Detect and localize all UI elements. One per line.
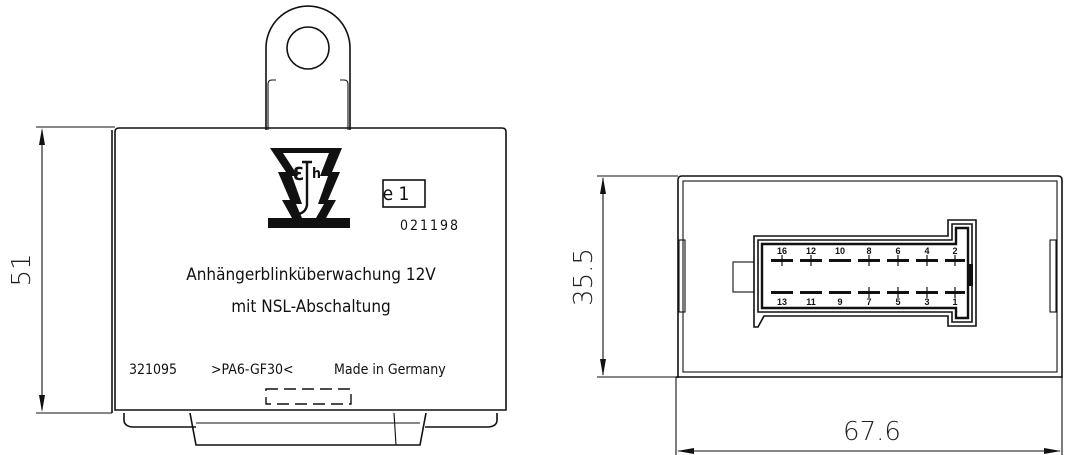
pin: 11 — [800, 291, 822, 307]
bottom-connector — [189, 412, 427, 446]
end-view — [676, 175, 1063, 378]
pin: 13 — [771, 291, 793, 307]
end-view-outline — [677, 175, 1063, 378]
material-code: >PA6-GF30< — [211, 362, 294, 378]
pin-row-top: 16 12 10 8 6 4 2 — [771, 246, 965, 266]
mounting-hole — [286, 26, 330, 70]
origin-text: Made in Germany — [334, 362, 446, 378]
width-dimension-67-6 — [675, 377, 1063, 455]
approval-box — [382, 179, 426, 208]
svg-text:9: 9 — [837, 297, 842, 307]
latch — [732, 261, 755, 293]
pin: 5 — [887, 287, 909, 307]
approval-mark: e 1 — [383, 183, 410, 205]
eth-lightning-logo: ℇ h — [268, 148, 350, 228]
svg-text:10: 10 — [835, 246, 845, 256]
dashed-marking — [265, 388, 352, 405]
dimension-67-6-label: 67.6 — [843, 417, 901, 447]
pin: 7 — [858, 287, 880, 307]
pin: 1 — [945, 287, 965, 307]
height-dimension-51 — [36, 126, 115, 414]
label-line-2: mit NSL-Abschaltung — [231, 297, 390, 317]
dimension-35-5-label: 35.5 — [569, 248, 599, 306]
pin: 9 — [829, 291, 851, 307]
pin: 6 — [887, 246, 909, 266]
front-view: ℇ h — [111, 5, 507, 446]
pin: 3 — [916, 287, 938, 307]
svg-text:11: 11 — [806, 297, 816, 307]
pin: 4 — [916, 246, 938, 266]
svg-text:2: 2 — [952, 246, 957, 256]
part-number: 321095 — [129, 362, 177, 378]
height-dimension-35-5 — [597, 175, 678, 378]
svg-text:13: 13 — [777, 297, 787, 307]
svg-text:h: h — [312, 166, 321, 182]
svg-text:12: 12 — [806, 246, 816, 256]
svg-text:6: 6 — [895, 246, 900, 256]
pin: 2 — [945, 246, 965, 266]
housing-body — [114, 127, 507, 411]
approval-number: 021198 — [400, 218, 460, 234]
svg-text:16: 16 — [777, 246, 787, 256]
svg-text:3: 3 — [924, 297, 929, 307]
svg-text:7: 7 — [866, 297, 871, 307]
dimension-51-label: 51 — [7, 253, 37, 286]
pin-row-bottom: 13 11 9 7 5 3 1 — [771, 287, 965, 307]
svg-text:8: 8 — [866, 246, 871, 256]
svg-text:1: 1 — [952, 297, 957, 307]
svg-text:5: 5 — [895, 297, 900, 307]
label-line-1: Anhängerblinküberwachung 12V — [186, 265, 436, 285]
svg-text:ℇ: ℇ — [293, 164, 303, 185]
connector-housing — [732, 219, 977, 328]
mounting-tab — [265, 5, 351, 130]
pin: 8 — [858, 246, 880, 266]
svg-text:4: 4 — [924, 246, 929, 256]
pin: 12 — [800, 246, 822, 266]
pin: 16 — [771, 246, 793, 266]
pin: 10 — [829, 246, 851, 262]
